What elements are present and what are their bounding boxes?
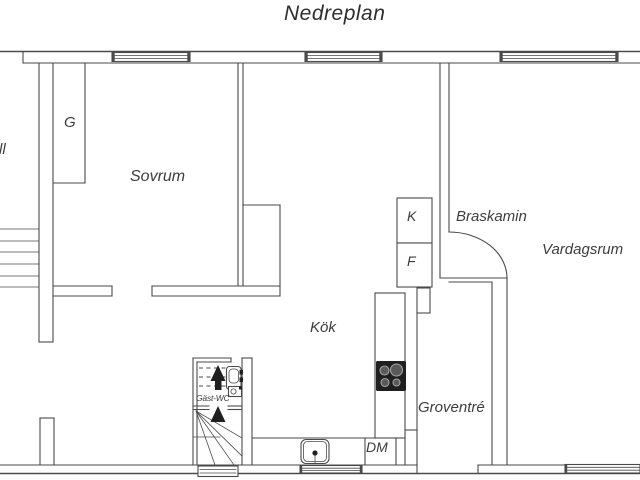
window-bottom-right	[564, 463, 640, 474]
stove	[376, 361, 406, 391]
chimney-wall	[491, 277, 508, 466]
kitchen-sink	[300, 438, 330, 465]
kitchen-east-wall	[404, 287, 431, 466]
kitchen-label: Kök	[310, 319, 336, 336]
plan-title: Nedreplan	[284, 2, 386, 25]
hall-label-partial: ll	[0, 141, 6, 158]
wc-direction-arrow-icon	[210, 365, 226, 390]
bedroom-east-closet	[242, 204, 281, 297]
top-wall	[0, 50, 640, 64]
fireplace-arc	[448, 231, 508, 279]
window-top-right	[499, 51, 619, 63]
utility-entrance-label: Groventré	[418, 399, 485, 416]
freezer-label: F	[407, 253, 416, 269]
fridge-freezer-cabinets	[396, 197, 433, 288]
wc-toilet	[225, 365, 243, 391]
wc-sink	[227, 385, 243, 398]
bedroom-walls	[52, 62, 281, 297]
living-room-label: Vardagsrum	[542, 241, 624, 258]
wardrobe-label: G	[64, 114, 76, 131]
wardrobe-closet	[52, 62, 86, 184]
winder-stairs	[192, 406, 243, 466]
window-bottom-kitchen	[299, 464, 363, 474]
fireplace-label: Braskamin	[456, 208, 527, 225]
bedroom-label: Sovrum	[130, 168, 186, 185]
fridge-label: K	[407, 208, 417, 224]
entry-door-threshold	[197, 465, 239, 478]
window-top-middle	[304, 51, 383, 63]
dishwasher-label: DM	[366, 439, 388, 455]
hall-east-wall	[38, 62, 55, 466]
guest-wc-label: Gäst-WC	[196, 393, 230, 403]
divider-wall	[439, 62, 508, 283]
hall-stairs	[0, 228, 40, 288]
window-top-left	[111, 51, 191, 63]
